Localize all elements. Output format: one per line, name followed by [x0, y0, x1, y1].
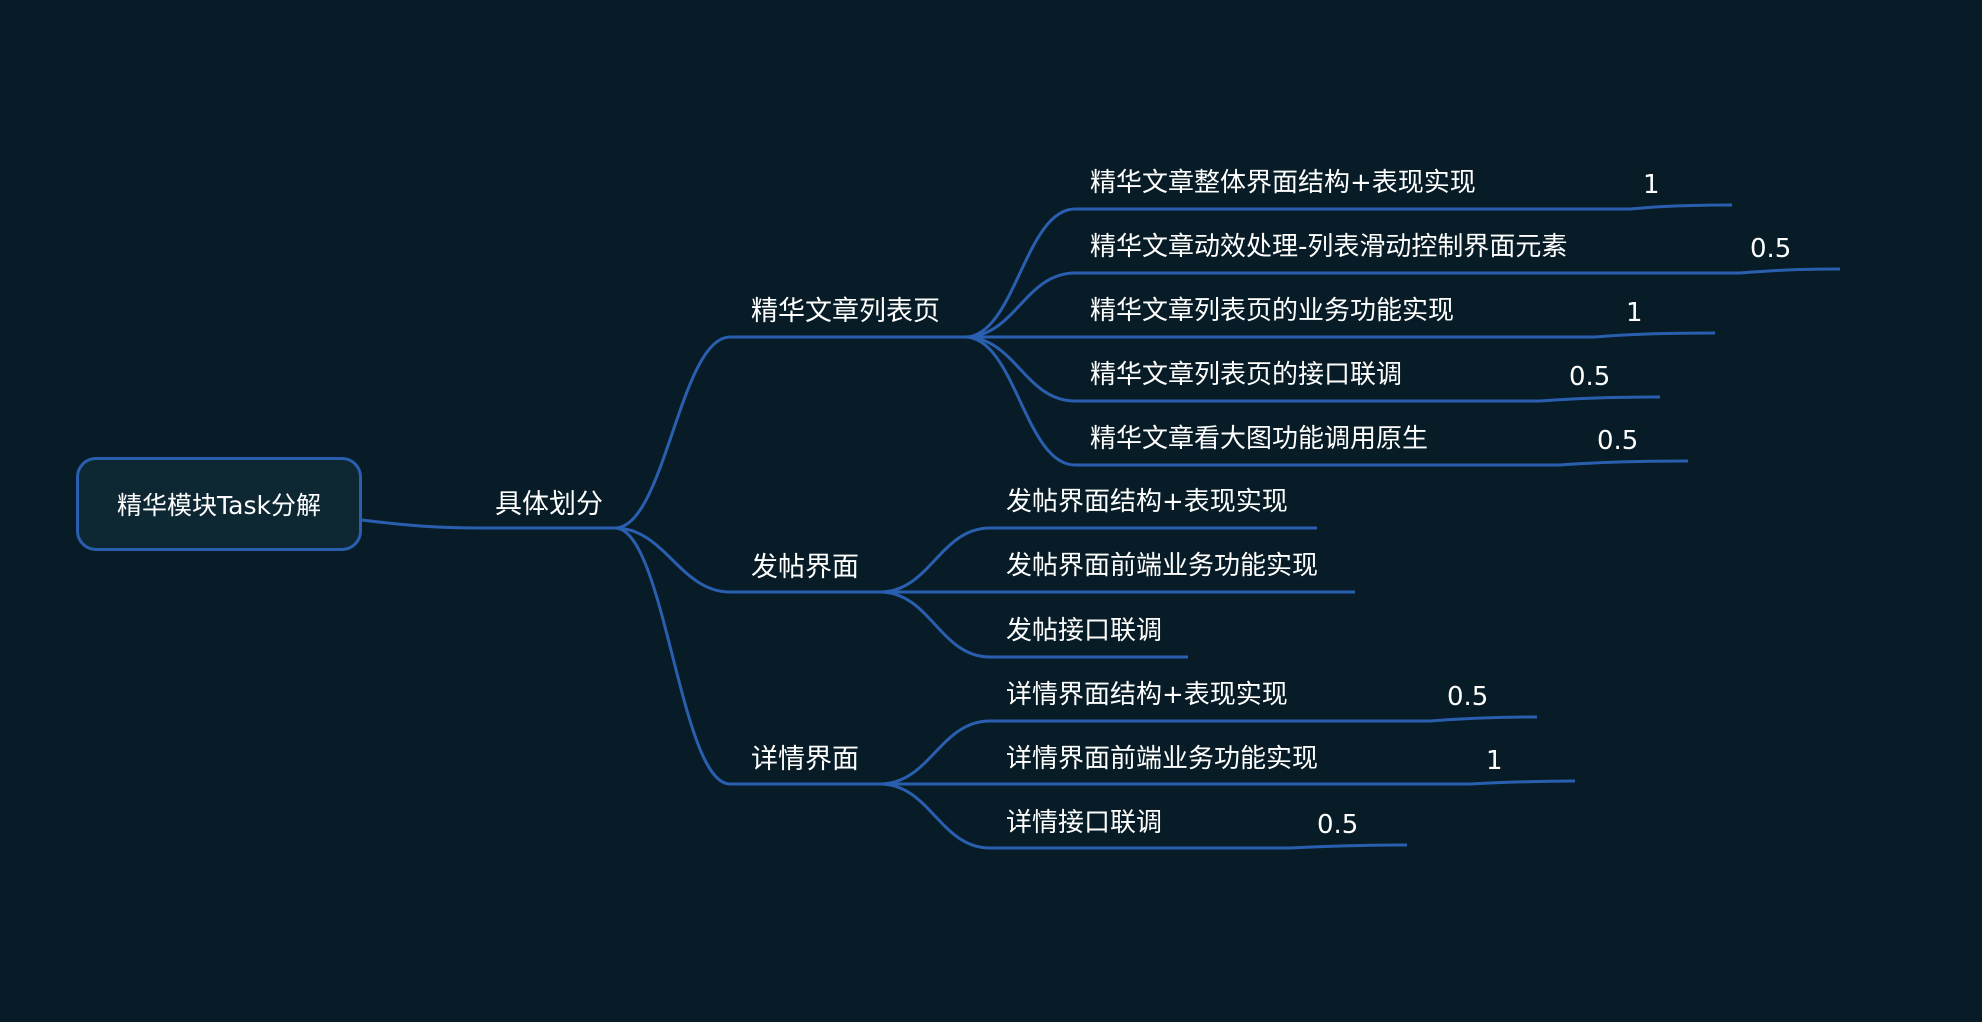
connector-level1-to-group-1: [614, 335, 965, 530]
root-node-label: 精华模块Task分解: [117, 491, 321, 520]
connector-group-1-task-3: [965, 331, 1716, 339]
group-2-label[interactable]: 发帖界面: [751, 552, 859, 583]
connector-group-2-task-3: [879, 590, 1188, 659]
group-1-task-2-estimate: 0.5: [1750, 234, 1792, 264]
group-1-task-1-estimate: 1: [1643, 170, 1660, 200]
group-1-task-3-label[interactable]: 精华文章列表页的业务功能实现: [1090, 296, 1455, 326]
connector-level1-to-group-3: [614, 526, 880, 786]
group-1-task-3-estimate: 1: [1626, 298, 1643, 328]
group-1-label[interactable]: 精华文章列表页: [751, 296, 940, 327]
group-3-task-2-label[interactable]: 详情界面前端业务功能实现: [1006, 744, 1319, 774]
group-2-task-1-label[interactable]: 发帖界面结构+表现实现: [1006, 487, 1288, 517]
connector-group-1-task-5: [964, 335, 1689, 467]
connector-group-1-task-2: [964, 267, 1841, 339]
connector-group-3-task-1: [879, 715, 1538, 786]
group-1-task-2-label[interactable]: 精华文章动效处理-列表滑动控制界面元素: [1090, 232, 1568, 262]
connector-group-1-task-4: [964, 335, 1661, 403]
connector-group-1-task-1: [964, 203, 1733, 339]
connector-level1-to-group-2: [614, 526, 880, 594]
group-1-task-1-label[interactable]: 精华文章整体界面结构+表现实现: [1090, 168, 1476, 198]
connector-group-3-task-3: [879, 782, 1408, 850]
group-3-task-1-label[interactable]: 详情界面结构+表现实现: [1006, 680, 1288, 710]
group-3-task-2-estimate: 1: [1486, 746, 1503, 776]
connector-group-2-task-1: [879, 526, 1317, 594]
root-node[interactable]: 精华模块Task分解: [76, 457, 362, 551]
group-1-task-5-label[interactable]: 精华文章看大图功能调用原生: [1090, 424, 1429, 454]
group-3-label[interactable]: 详情界面: [751, 744, 859, 775]
group-3-task-3-estimate: 0.5: [1317, 810, 1359, 840]
group-1-task-4-estimate: 0.5: [1569, 362, 1611, 392]
group-3-task-3-label[interactable]: 详情接口联调: [1006, 808, 1163, 838]
connector-root-to-level1: [361, 518, 615, 530]
group-1-task-5-estimate: 0.5: [1597, 426, 1639, 456]
group-3-task-1-estimate: 0.5: [1447, 682, 1489, 712]
group-1-task-4-label[interactable]: 精华文章列表页的接口联调: [1090, 360, 1403, 390]
connector-group-3-task-2: [880, 779, 1576, 786]
group-2-task-2-label[interactable]: 发帖界面前端业务功能实现: [1006, 551, 1319, 581]
level1-node-label[interactable]: 具体划分: [495, 489, 603, 520]
group-2-task-3-label[interactable]: 发帖接口联调: [1006, 616, 1163, 646]
